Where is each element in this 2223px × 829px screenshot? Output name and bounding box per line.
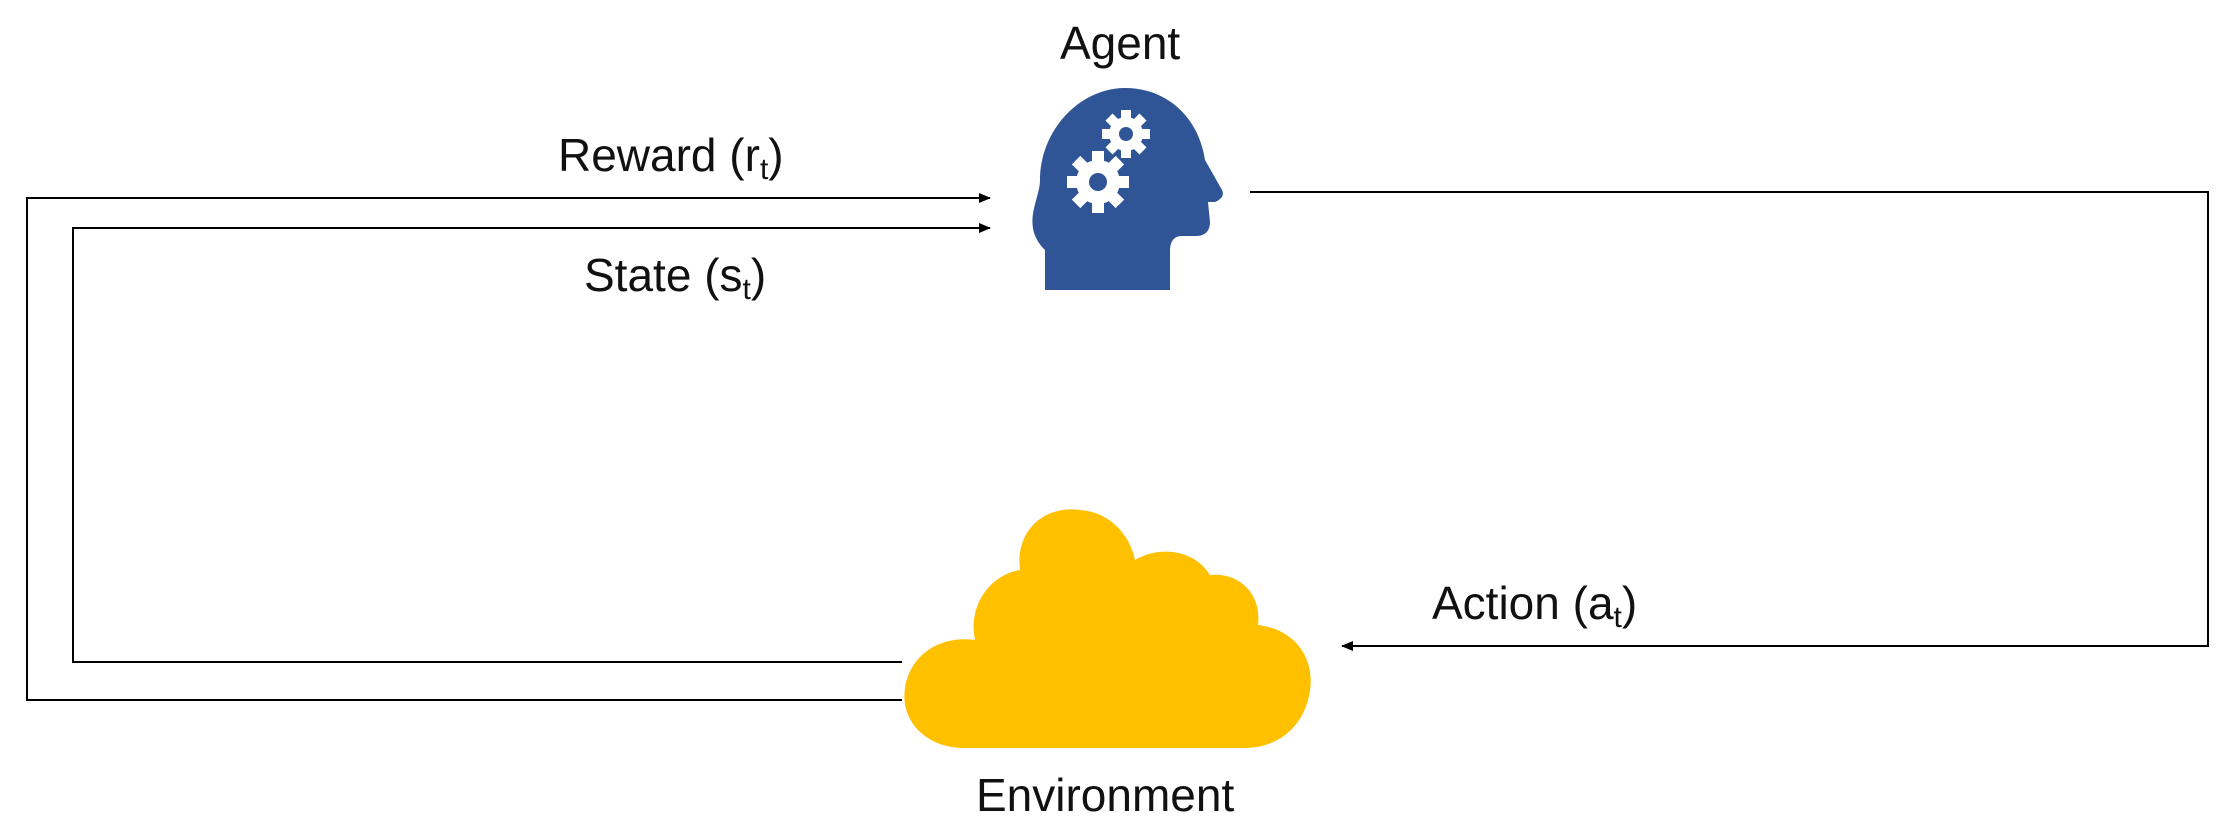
action-label-close: ) xyxy=(1621,577,1638,629)
action-arrow xyxy=(1250,191,2209,651)
cloud-icon xyxy=(904,509,1311,748)
reward-arrow xyxy=(26,193,991,701)
action-label: Action (at) xyxy=(1432,577,1638,633)
agent-label: Agent xyxy=(1060,17,1181,69)
reward-label-text: Reward (r xyxy=(558,129,760,181)
state-label-text: State (s xyxy=(584,249,743,301)
action-label-text: Action (a xyxy=(1432,577,1614,629)
state-label-close: ) xyxy=(750,249,767,301)
action-label-subscript: t xyxy=(1613,601,1622,634)
head-gears-icon xyxy=(1032,88,1223,290)
state-label-subscript: t xyxy=(742,273,751,306)
reward-label-subscript: t xyxy=(759,153,769,186)
state-arrow xyxy=(72,223,991,663)
environment-label: Environment xyxy=(976,769,1235,821)
reward-label: Reward (rt) xyxy=(558,129,784,185)
state-label: State (st) xyxy=(584,249,767,305)
reward-label-close: ) xyxy=(768,129,784,181)
